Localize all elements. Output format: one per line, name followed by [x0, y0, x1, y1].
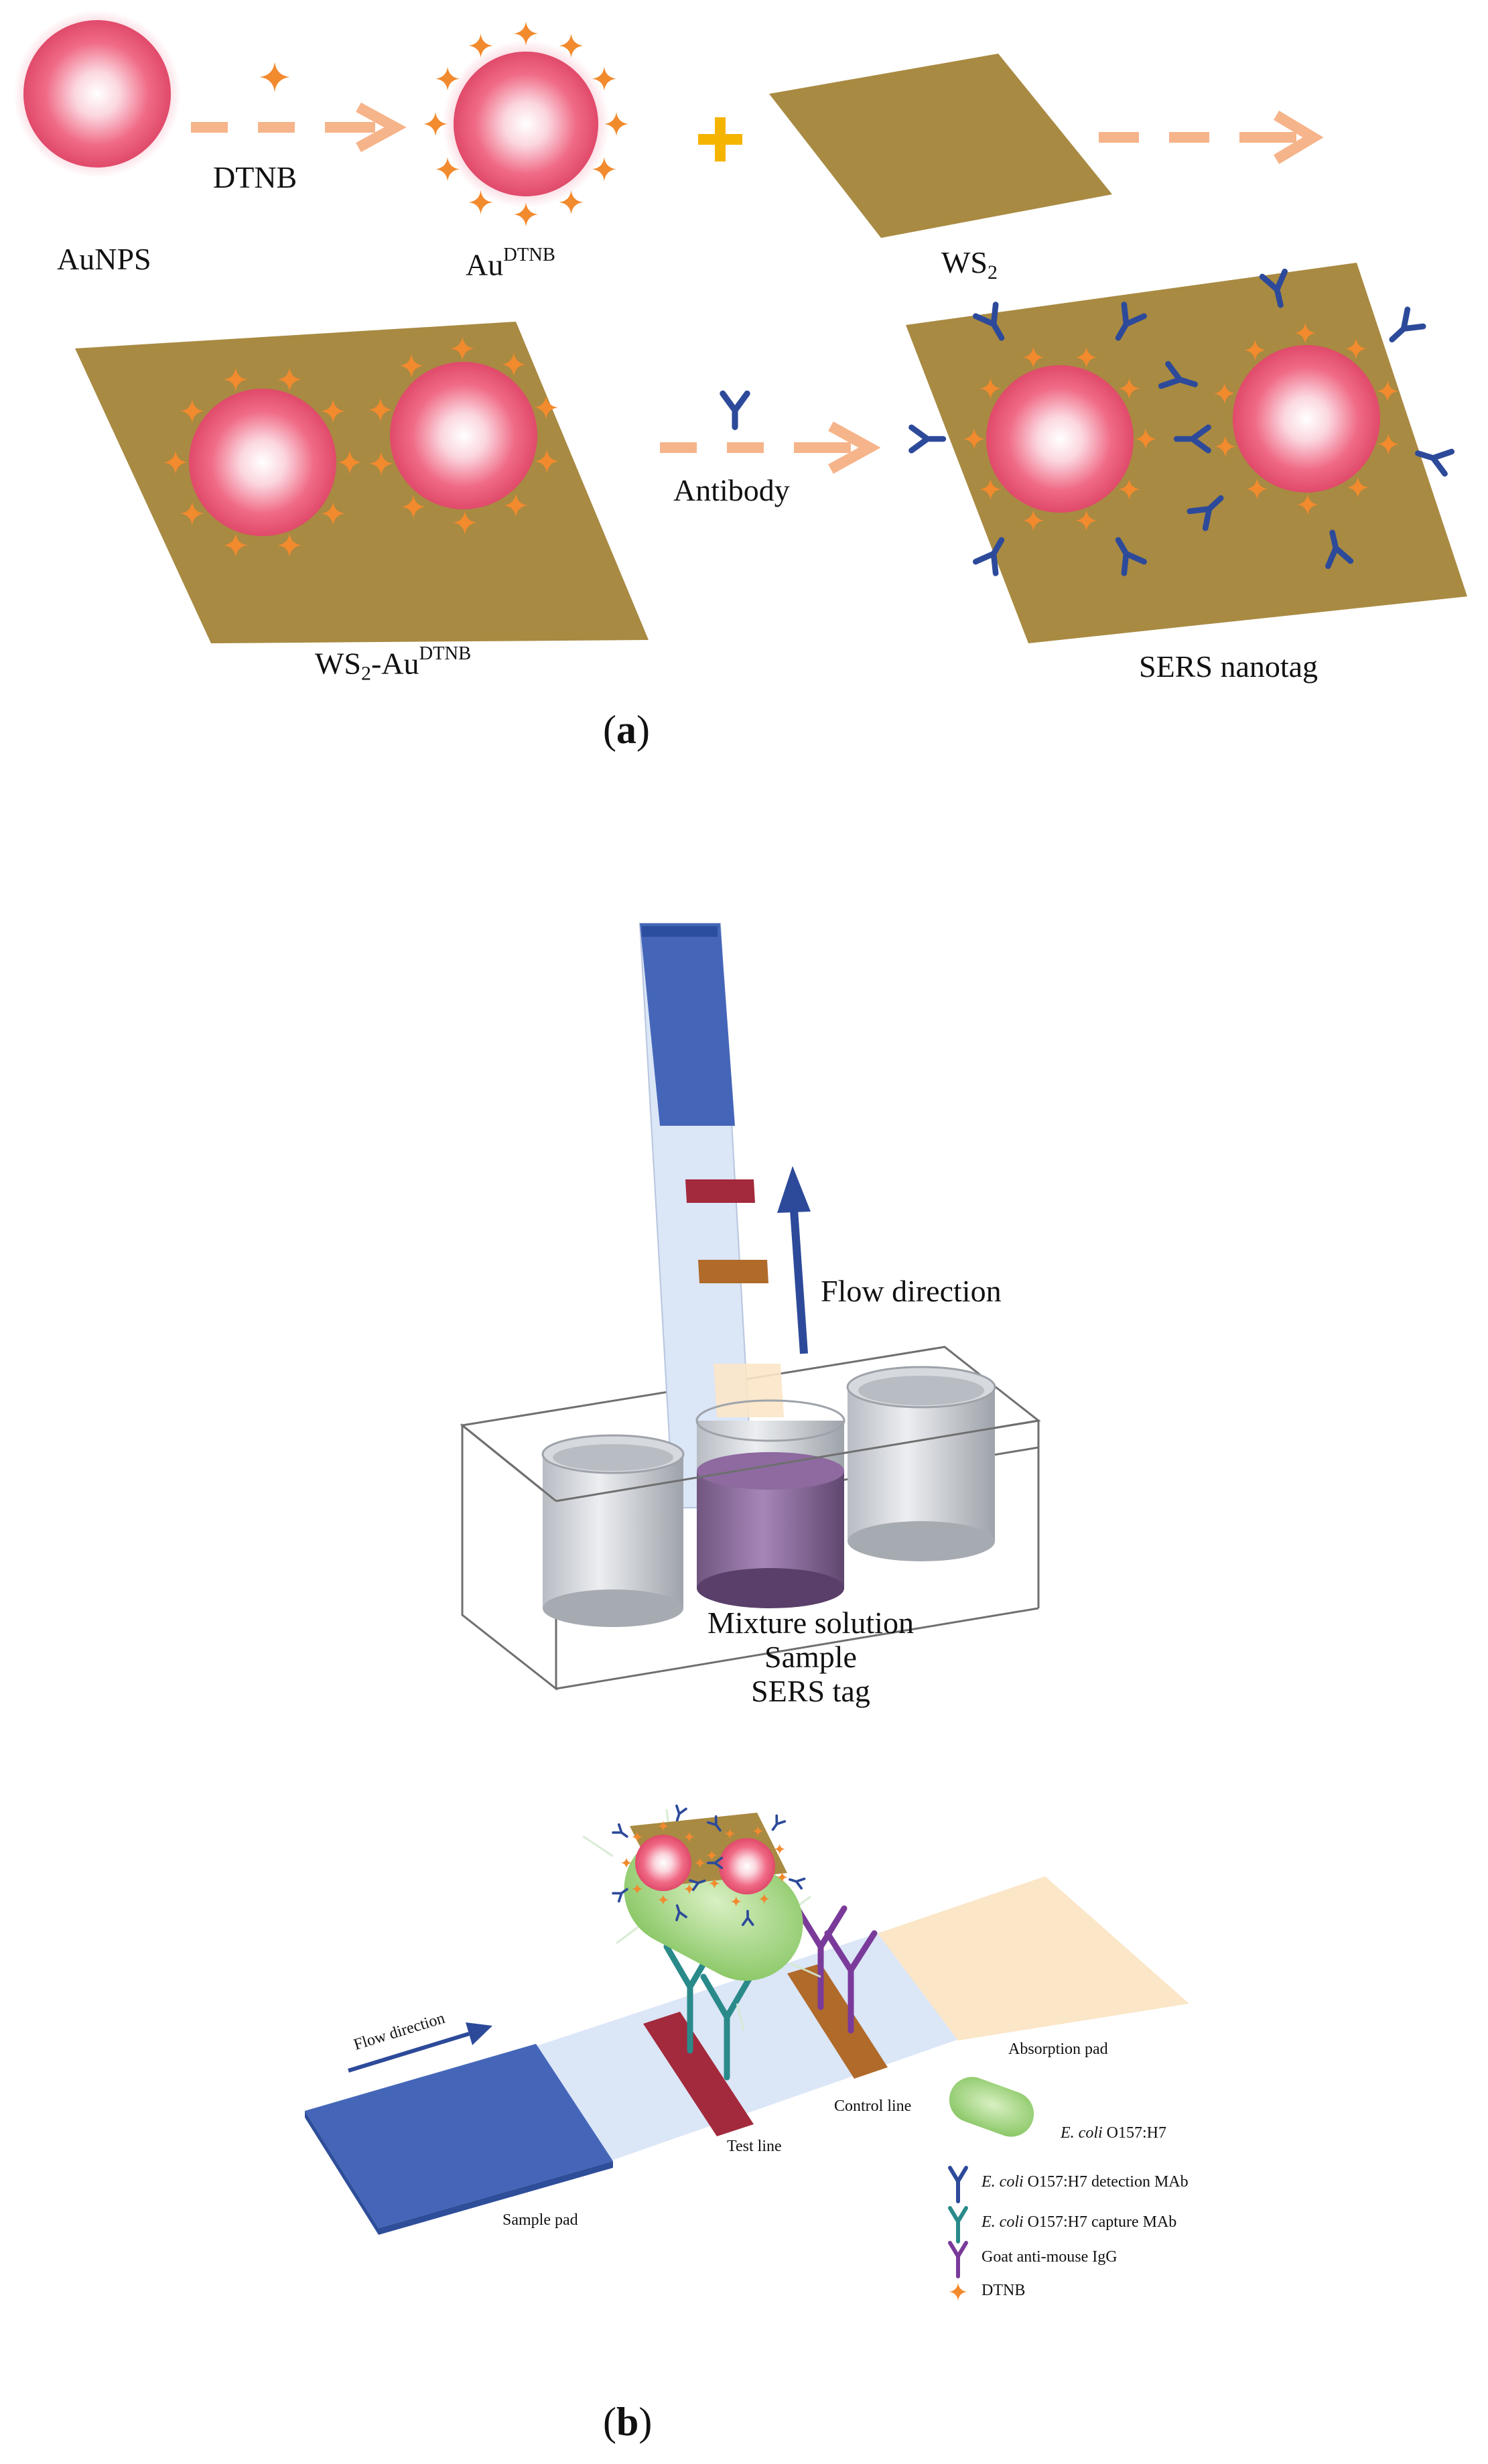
label-au-dtnb: AuDTNB — [466, 245, 555, 282]
label-control-line: Control line — [834, 2097, 912, 2115]
aunp-particle — [13, 10, 181, 178]
legend-capture-mab-icon — [948, 2206, 968, 2244]
au-dtnb-particle — [423, 21, 628, 226]
legend-ecoli-icon — [949, 2077, 1034, 2137]
antibody-icon — [911, 428, 943, 450]
label-sers-nanotag: SERS nanotag — [1139, 649, 1318, 684]
label-sample-pad: Sample pad — [502, 2211, 578, 2229]
legend-dtnb-icon — [949, 2282, 967, 2301]
arrow-ws2 — [1099, 111, 1324, 164]
arrow-aunp-to-audtnb — [191, 102, 407, 153]
panel-label-b: (b) — [603, 2400, 653, 2444]
label-ws2: WS2 — [941, 245, 998, 283]
arrow-antibody — [660, 421, 881, 474]
label-flow-direction: Flow direction — [821, 1274, 1002, 1308]
antibody-icon — [723, 393, 747, 427]
dipstick-test-line — [685, 1179, 755, 1203]
control-line-band — [787, 1963, 888, 2079]
antibody-icon — [673, 1806, 686, 1822]
plus-icon — [698, 117, 742, 161]
sers-nanotag — [906, 263, 1467, 643]
cup-left — [541, 1434, 685, 1627]
legend-capture-label: E. coli O157:H7 capture MAb — [982, 2213, 1177, 2231]
panel-a — [13, 10, 1467, 643]
dipstick-control-line — [698, 1260, 768, 1283]
legend-ecoli-label: E. coli O157:H7 — [1061, 2124, 1166, 2142]
legend-goat-label: Goat anti-mouse IgG — [982, 2248, 1118, 2266]
antibody-icon — [789, 1875, 805, 1888]
cup-right — [846, 1366, 996, 1561]
panel-b-lateral-flow — [305, 1806, 1189, 2301]
dipstick-strip — [638, 923, 784, 1508]
legend-detection-mab-icon — [948, 2166, 968, 2203]
legend-detection-label: E. coli O157:H7 detection MAb — [982, 2173, 1189, 2191]
panel-b-dipstick — [460, 923, 1041, 1691]
capture-antibodies — [663, 1943, 754, 2081]
label-absorption-pad: Absorption pad — [1008, 2040, 1108, 2058]
flow-direction-arrow-vertical — [777, 1166, 811, 1354]
ws2-sheet — [769, 54, 1112, 238]
ws2-au-composite — [75, 322, 649, 643]
label-dtnb: DTNB — [213, 160, 297, 194]
legend-dtnb-label: DTNB — [982, 2282, 1026, 2299]
test-line-band — [643, 2012, 754, 2136]
label-antibody: Antibody — [673, 473, 790, 507]
cup-middle-sample — [695, 1399, 846, 1608]
antibody-icon — [1384, 310, 1423, 348]
label-ws2-au-dtnb: WS2-AuDTNB — [315, 643, 472, 685]
dtnb-star-icon — [259, 62, 290, 92]
mixture-label: Mixture solution Sample SERS tag — [707, 1606, 914, 1708]
label-test-line: Test line — [727, 2138, 782, 2155]
legend — [948, 2077, 1034, 2301]
antibody-icon — [613, 1825, 630, 1841]
label-aunps: AuNPS — [57, 242, 151, 276]
absorption-pad — [878, 1876, 1189, 2040]
sers-tag-small — [613, 1806, 804, 1925]
sample-pad — [305, 2044, 613, 2228]
flow-direction-arrow-diagonal — [348, 2022, 492, 2073]
antibody-icon — [769, 1815, 785, 1832]
legend-goat-igg-icon — [948, 2241, 968, 2278]
panel-label-a: (a) — [603, 708, 650, 752]
